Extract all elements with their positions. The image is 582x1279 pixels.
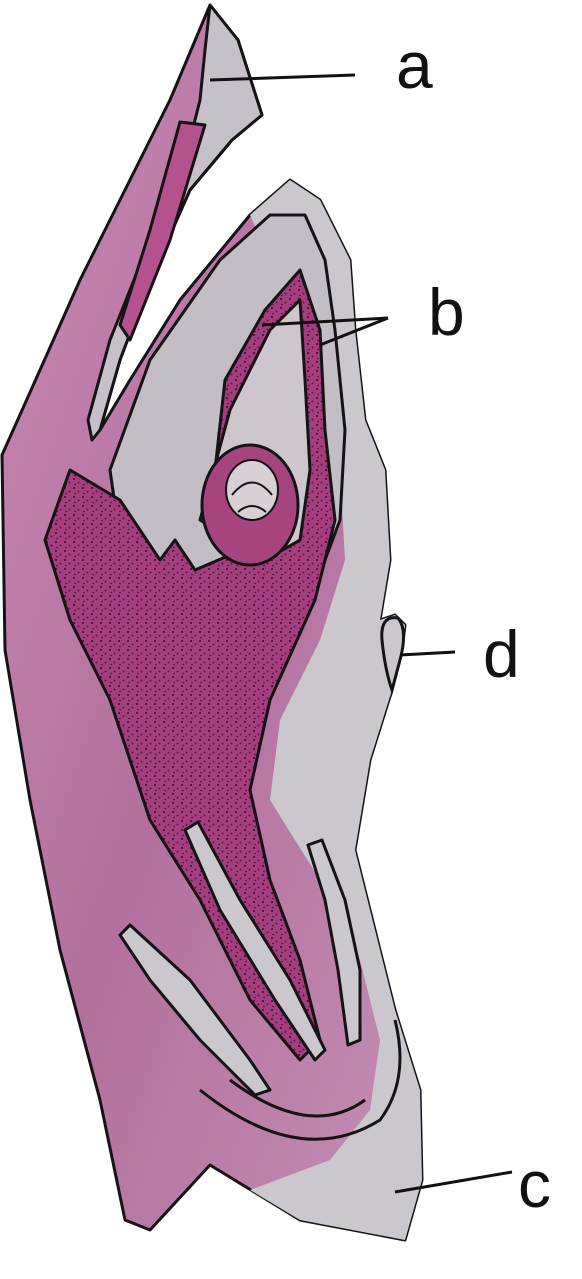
label-c: c <box>518 1147 551 1221</box>
label-b: b <box>428 275 465 349</box>
leader-line-d <box>400 652 455 655</box>
apex-center <box>226 460 278 520</box>
label-d: d <box>483 617 520 691</box>
label-a: a <box>396 28 433 102</box>
